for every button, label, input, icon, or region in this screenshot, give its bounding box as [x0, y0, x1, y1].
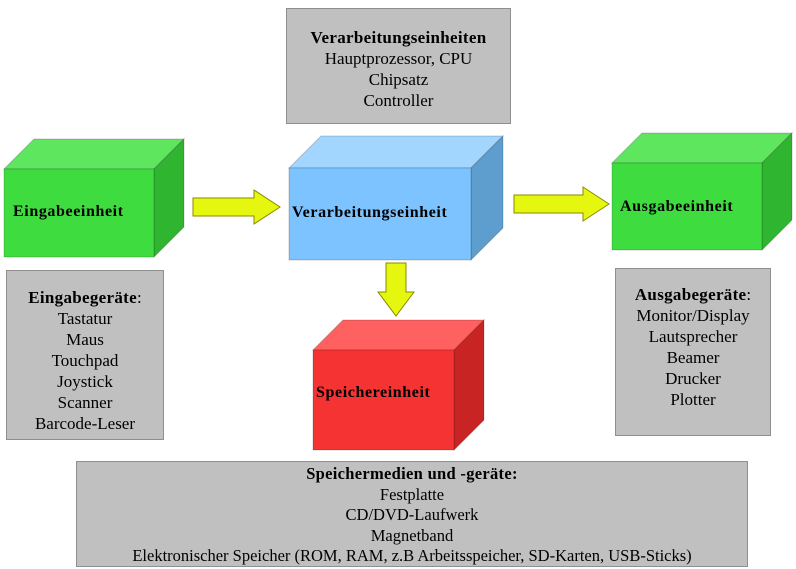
input-devices-title-colon: :	[136, 288, 142, 307]
output-devices-title-colon: :	[746, 285, 752, 304]
input-unit-cube-shape	[2, 137, 186, 259]
storage-unit-cube: Speichereinheit	[311, 318, 486, 452]
processing-unit-item: Controller	[363, 91, 434, 110]
storage-media-item: Festplatte	[379, 484, 445, 504]
storage-media-box: Speichermedien und -geräte: Festplatte C…	[76, 461, 748, 567]
output-device-item: Beamer	[666, 348, 720, 367]
output-devices-title: Ausgabegeräte	[634, 285, 747, 304]
processing-unit-cube-shape	[287, 134, 505, 262]
processing-unit-item: Hauptprozessor, CPU	[324, 49, 473, 68]
arrow-processing-to-storage	[377, 262, 415, 317]
input-unit-cube: Eingabeeinheit	[2, 137, 186, 259]
arrow-input-to-processing	[192, 189, 281, 225]
output-unit-label: Ausgabeeinheit	[620, 198, 734, 215]
output-unit-cube-shape	[610, 131, 794, 252]
output-devices-box: Ausgabegeräte: Monitor/Display Lautsprec…	[615, 268, 771, 436]
input-unit-label: Eingabeeinheit	[13, 203, 124, 220]
output-device-item: Plotter	[670, 390, 716, 409]
input-device-item: Barcode-Leser	[34, 414, 136, 433]
output-device-item: Lautsprecher	[648, 327, 738, 346]
processing-unit-label: Verarbeitungseinheit	[292, 204, 448, 221]
arrow-processing-to-output	[513, 186, 610, 222]
processing-unit-cube: Verarbeitungseinheit	[287, 134, 505, 262]
input-devices-box: Eingabegeräte: Tastatur Maus Touchpad Jo…	[6, 270, 164, 440]
storage-media-item: Elektronischer Speicher (ROM, RAM, z.B A…	[132, 546, 692, 565]
storage-media-title: Speichermedien und -geräte:	[306, 464, 518, 483]
storage-unit-cube-shape	[311, 318, 486, 452]
output-unit-cube: Ausgabeeinheit	[610, 131, 794, 252]
processing-units-box: Verarbeitungseinheiten Hauptprozessor, C…	[286, 8, 511, 124]
input-devices-title: Eingabegeräte	[28, 288, 137, 307]
storage-unit-label: Speichereinheit	[316, 384, 431, 401]
input-device-item: Touchpad	[51, 351, 119, 370]
input-device-item: Maus	[66, 330, 104, 349]
storage-media-item: Magnetband	[370, 525, 454, 545]
input-device-item: Scanner	[57, 393, 113, 412]
processing-units-title: Verarbeitungseinheiten	[310, 28, 487, 47]
output-device-item: Drucker	[665, 369, 721, 388]
storage-media-item: CD/DVD-Laufwerk	[345, 505, 479, 524]
processing-unit-item: Chipsatz	[368, 70, 429, 89]
input-device-item: Tastatur	[57, 309, 113, 328]
output-device-item: Monitor/Display	[636, 306, 750, 325]
input-device-item: Joystick	[57, 372, 113, 391]
